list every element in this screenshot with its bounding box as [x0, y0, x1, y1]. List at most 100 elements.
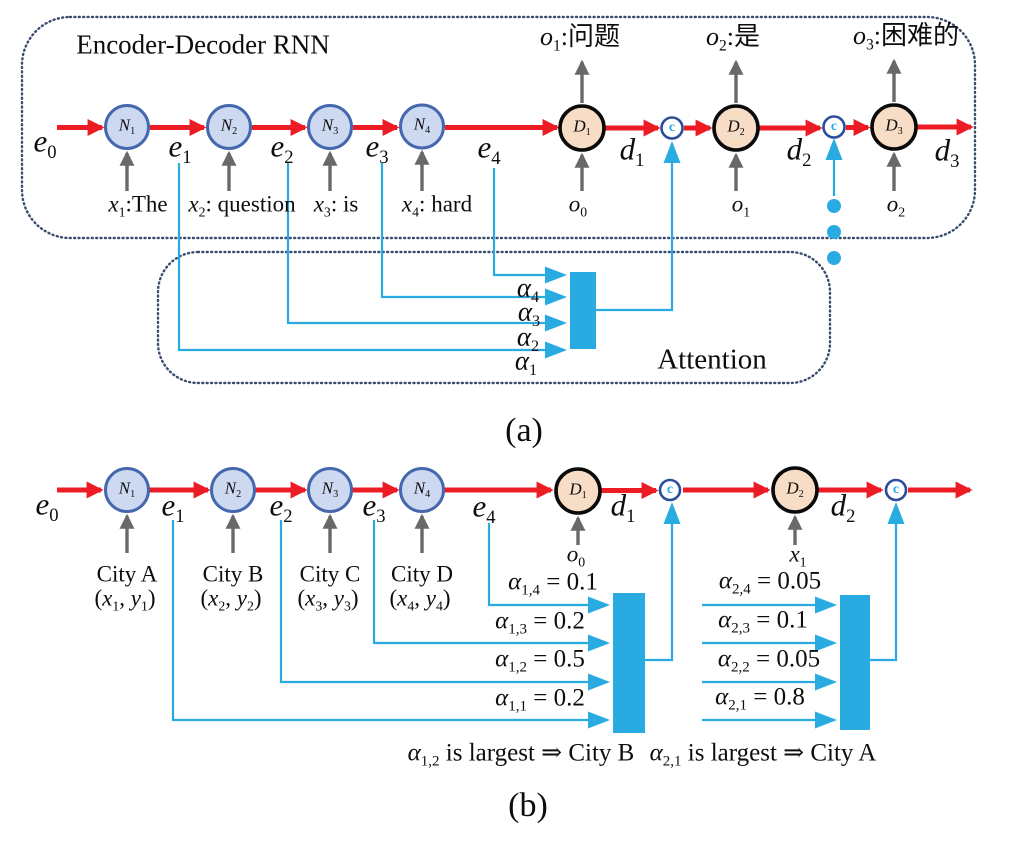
b-alpha13-label: α1,3 = 0.2: [495, 607, 585, 638]
a-d2-edge-label: d2: [786, 131, 812, 171]
a-encoder-node-n2: [206, 104, 252, 150]
b-encoder-node-n2: [210, 467, 256, 513]
b-d1-edge-label: d1: [610, 487, 636, 527]
attention-context-block-a: [570, 272, 596, 349]
b-e1-label: e1: [161, 487, 185, 527]
a-decoder-node-d1: [558, 104, 606, 152]
b-city4-coords: (x4, y4): [389, 585, 451, 614]
b-e4-label: e4: [472, 488, 496, 528]
a-o0-input-label: o0: [568, 191, 588, 220]
panel-a-caption: (a): [505, 412, 543, 449]
b-alpha24-label: α2,4 = 0.05: [718, 567, 822, 598]
panel-a-nodes: [104, 103, 918, 152]
a-e4-label: e4: [477, 129, 501, 169]
a-encoder-node-n1: [104, 104, 150, 150]
b-encoder-node-n3: [307, 467, 353, 513]
a-n4-node-label: N4: [413, 114, 431, 137]
a-d2-node-label: D2: [727, 116, 745, 139]
a-alpha4-label: α4: [516, 272, 540, 307]
a-n2-node-label: N2: [220, 115, 238, 138]
b-alpha23-label: α2,3 = 0.1: [718, 606, 808, 637]
a-o2-output-label: o2:是: [705, 21, 761, 55]
b-d2-edge-label: d2: [830, 487, 856, 527]
a-o1-output-label: o1:问题: [539, 21, 621, 55]
panel-a-red-flow: [57, 118, 974, 137]
b-city4-name: City D: [391, 561, 453, 587]
a-x1-input-label: x1:The: [108, 191, 168, 220]
b-city1-coords: (x1, y1): [94, 585, 156, 614]
panel-b-gray-arrows: [119, 513, 803, 553]
panel-a-attention-wiring: [177, 138, 843, 359]
b-city2-name: City B: [202, 561, 264, 587]
continuation-dots: [827, 199, 841, 265]
b-alpha12-label: α1,2 = 0.5: [495, 645, 585, 676]
a-x3-input-label: x3: is: [313, 191, 359, 220]
b-city1-name: City A: [96, 561, 158, 587]
a-decoder-node-d2: [712, 104, 760, 152]
b-c1-label: c: [666, 482, 674, 497]
a-o2-input-label: o2: [886, 191, 906, 220]
b-n1-node-label: N1: [118, 478, 136, 501]
b-decoder-node-d2: [771, 466, 819, 514]
b-city3-coords: (x3, y3): [297, 585, 359, 614]
a-d3-edge-label: d3: [934, 132, 960, 172]
b-o0-input-label: o0: [566, 541, 586, 570]
b-decoder-node-d1: [554, 467, 602, 515]
attention-context-block-b1: [613, 593, 645, 733]
b-conclusion-1: α1,2 is largest ⇒ City B: [407, 739, 635, 770]
b-context-node-c2: [884, 478, 908, 502]
attention-label: Attention: [657, 343, 767, 376]
panel-b-nodes: [104, 466, 908, 515]
attention-context-block-b2: [840, 595, 870, 730]
a-alpha1-label: α1: [514, 345, 538, 380]
a-encoder-node-n4: [399, 103, 445, 150]
a-x2-input-label: x2: question: [188, 191, 296, 220]
b-n2-node-label: N2: [224, 478, 242, 501]
b-d2-node-label: D2: [786, 478, 804, 501]
a-n1-node-label: N1: [118, 115, 136, 138]
panel-b-attention-wiring: [171, 502, 905, 733]
b-e0-label: e0: [35, 486, 59, 526]
encoder-decoder-dotted-box: [20, 15, 977, 240]
a-d1-node-label: D1: [573, 116, 591, 139]
b-e3-label: e3: [362, 487, 386, 527]
a-context-node-c1: [660, 116, 684, 140]
b-x1-input-label: x1: [789, 541, 807, 570]
panel-b-caption: (b): [508, 787, 548, 824]
b-d1-node-label: D1: [569, 479, 587, 502]
a-e0-label: e0: [33, 123, 57, 163]
a-d1-edge-label: d1: [619, 131, 645, 171]
a-c1-label: c: [668, 120, 676, 135]
b-alpha14-label: α1,4 = 0.1: [508, 568, 598, 599]
b-c2-label: c: [892, 482, 900, 497]
b-n4-node-label: N4: [413, 478, 431, 501]
a-e2-label: e2: [270, 128, 294, 168]
b-e2-label: e2: [269, 487, 293, 527]
a-o3-output-label: o3:困难的: [852, 20, 960, 54]
a-decoder-node-d3: [870, 103, 918, 151]
b-city3-name: City C: [299, 561, 361, 587]
b-alpha21-label: α2,1 = 0.8: [715, 683, 805, 714]
a-alpha2-label: α2: [516, 321, 540, 356]
b-conclusion-2: α2,1 is largest ⇒ City A: [649, 739, 877, 770]
a-context-node-c2: [822, 115, 846, 139]
panel-b-red-flow: [57, 481, 973, 500]
b-context-node-c1: [658, 478, 682, 502]
b-encoder-node-n4: [399, 467, 445, 513]
a-encoder-node-n3: [307, 104, 353, 150]
a-d3-node-label: D3: [885, 115, 903, 138]
a-e1-label: e1: [168, 128, 192, 168]
panel-a-gray-arrows: [119, 58, 902, 191]
a-n3-node-label: N3: [321, 115, 339, 138]
a-x4-input-label: x4: hard: [401, 191, 473, 220]
b-n3-node-label: N3: [321, 478, 339, 501]
b-alpha22-label: α2,2 = 0.05: [717, 645, 821, 676]
a-c2-label: c: [830, 119, 838, 134]
b-encoder-node-n1: [104, 467, 150, 513]
a-o1-input-label: o1: [731, 191, 751, 220]
panel-a-title: Encoder-Decoder RNN: [76, 29, 330, 60]
b-city2-coords: (x2, y2): [200, 585, 262, 614]
a-e3-label: e3: [365, 128, 389, 168]
